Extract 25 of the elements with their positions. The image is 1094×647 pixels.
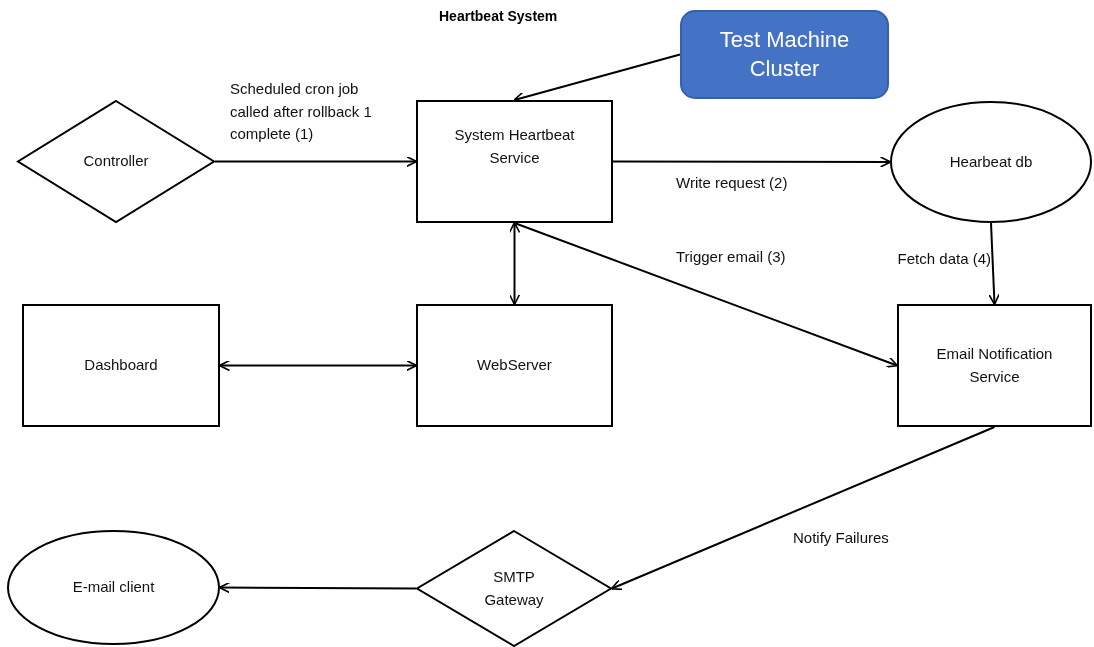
diagram-title: Heartbeat System bbox=[439, 8, 558, 24]
decision-diamond bbox=[17, 100, 215, 223]
arrow bbox=[513, 222, 899, 368]
node-label: Hearbeat db bbox=[949, 151, 1033, 172]
node-label: System Heartbeat Service bbox=[453, 125, 576, 168]
process-box bbox=[22, 304, 220, 427]
ellipse-node bbox=[7, 530, 220, 645]
process-box bbox=[416, 100, 613, 223]
arrow bbox=[610, 426, 996, 591]
rounded-box bbox=[680, 10, 889, 99]
arrow bbox=[214, 155, 418, 168]
arrow bbox=[988, 222, 1000, 306]
node-label: SMTP Gateway bbox=[483, 567, 545, 610]
node-title: Test Machine Cluster bbox=[718, 25, 851, 83]
process-box bbox=[897, 304, 1092, 427]
arrow bbox=[612, 156, 892, 168]
node-label: WebServer bbox=[477, 355, 552, 376]
arrow bbox=[508, 221, 521, 306]
node-label: Email Notification Service bbox=[935, 344, 1054, 387]
node-label: Dashboard bbox=[84, 355, 158, 376]
ellipse-node bbox=[890, 101, 1092, 223]
node-label: E-mail client bbox=[72, 577, 155, 598]
process-box bbox=[416, 304, 613, 427]
node-label: Controller bbox=[83, 151, 149, 172]
decision-diamond bbox=[416, 530, 612, 647]
